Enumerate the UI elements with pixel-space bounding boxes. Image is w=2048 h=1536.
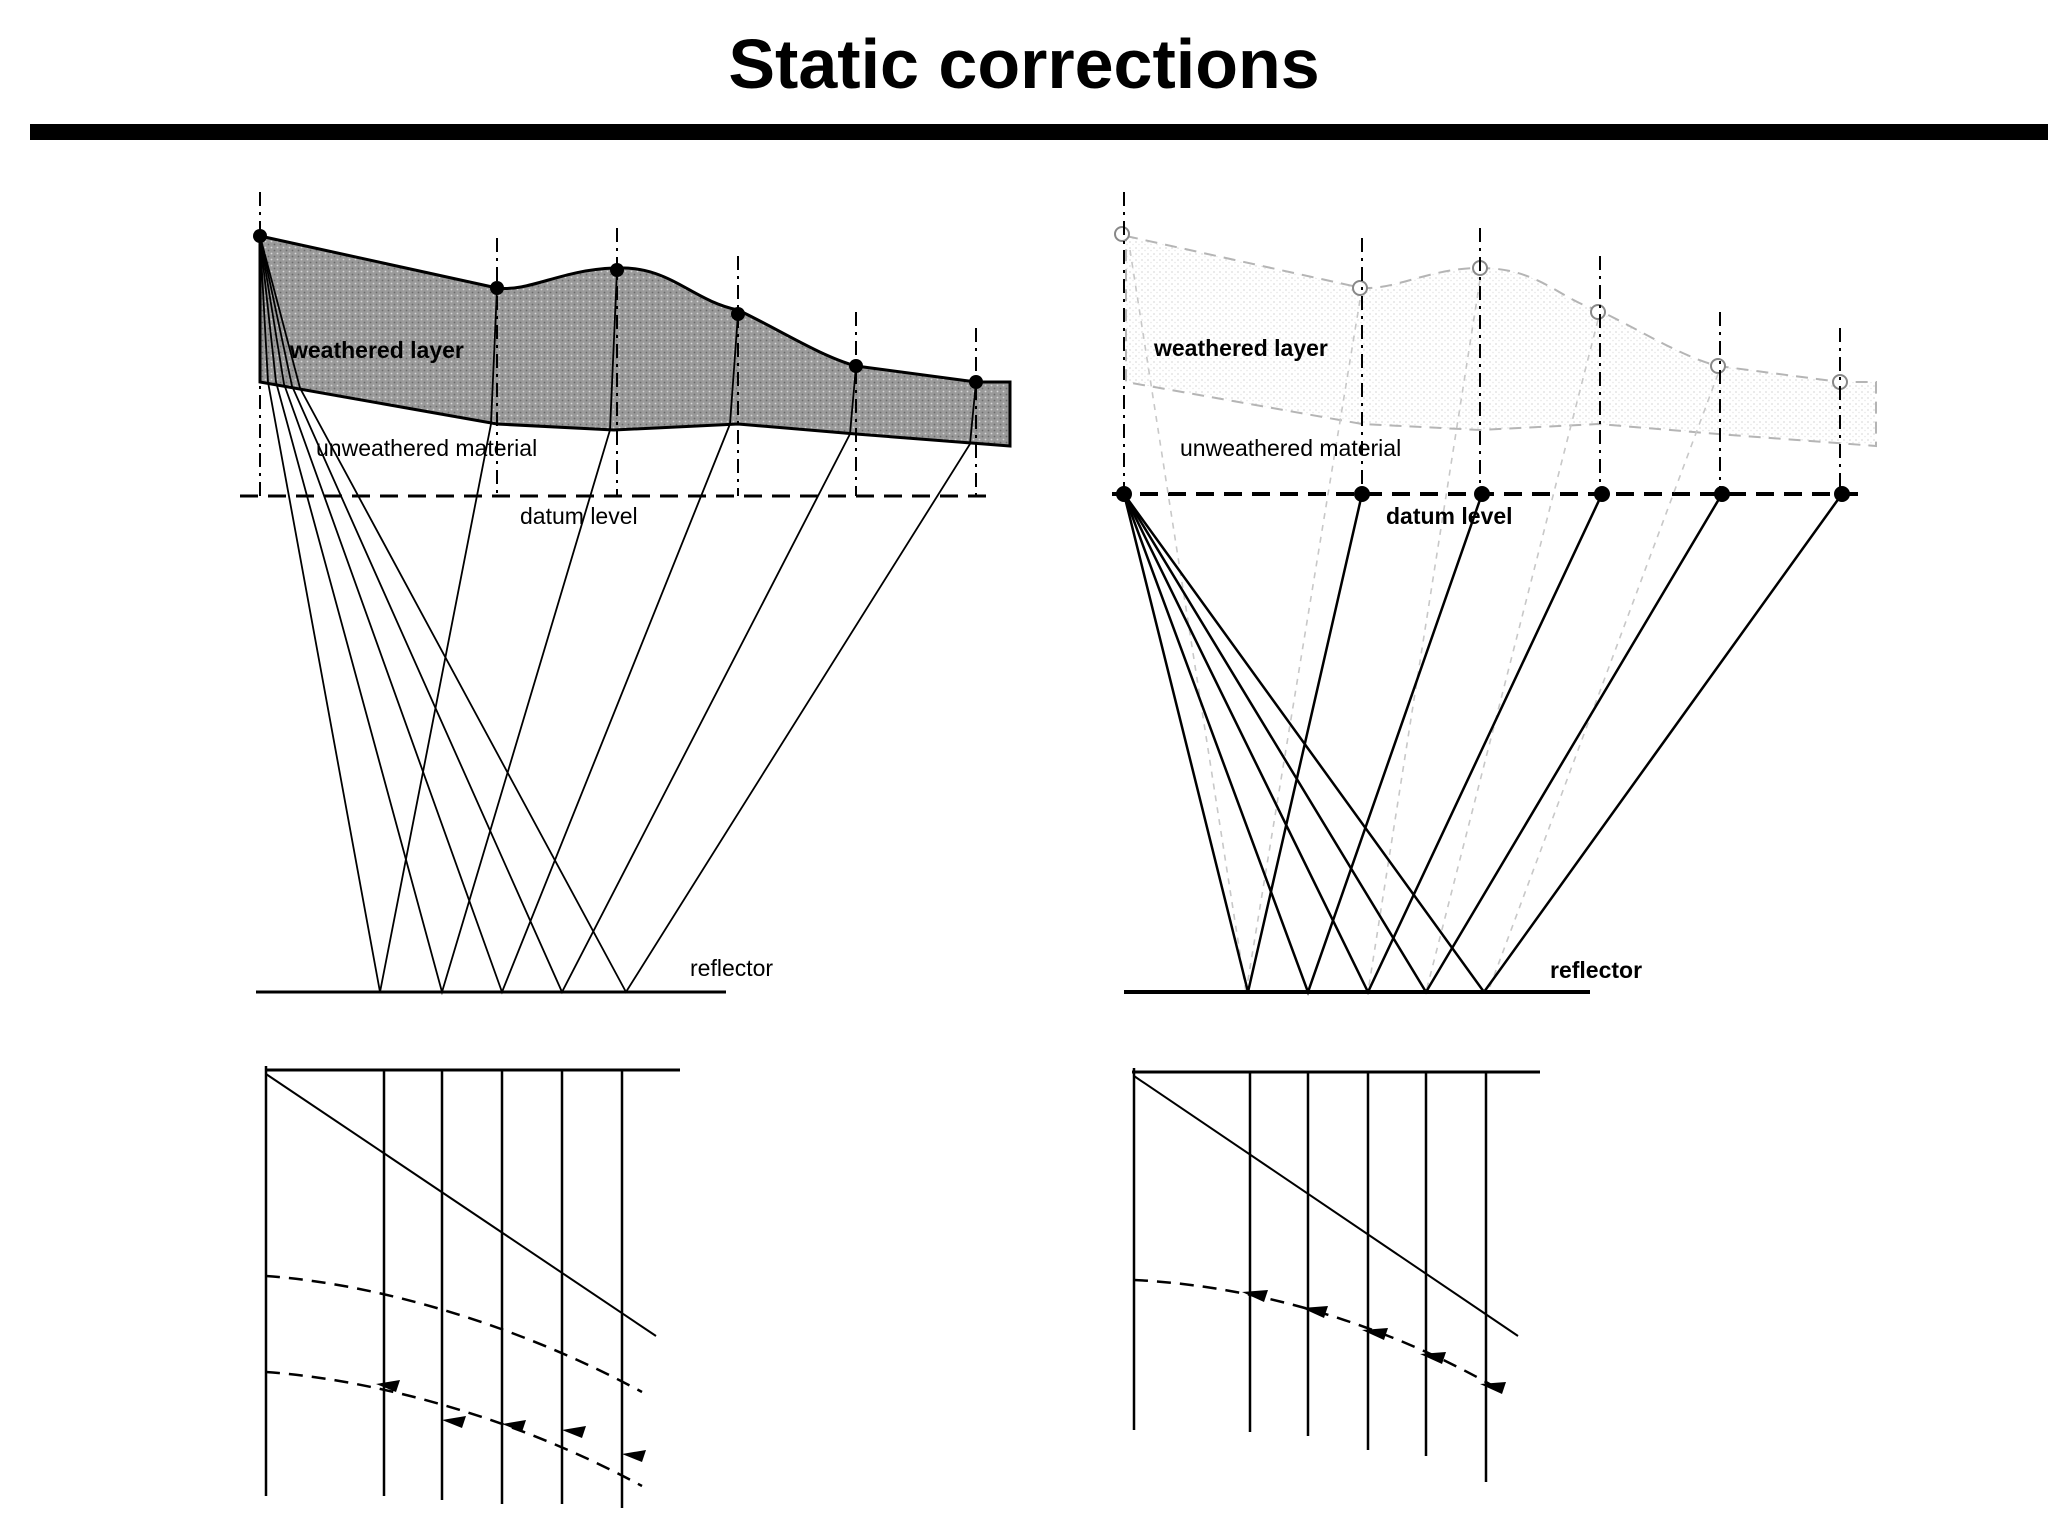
right-faded-ray [1367, 279, 1481, 993]
left-reflector-label: reflector [690, 955, 773, 981]
right-faded-rays [1129, 249, 1719, 993]
right-direct-arrival [1133, 1075, 1519, 1337]
right-unweathered-label: unweathered material [1180, 435, 1401, 461]
left-wavelet [442, 1416, 466, 1428]
title-underline [30, 124, 2048, 140]
right-ray [1122, 493, 1724, 995]
left-diagram: weathered layer unweathered material dat… [240, 192, 1012, 996]
right-original-source [1114, 226, 1130, 242]
right-diagram: weathered layer unweathered material dat… [1112, 192, 1877, 996]
left-unweathered-label: unweathered material [316, 435, 537, 461]
right-seismic-section [1132, 1068, 1540, 1482]
right-ray [1122, 493, 1844, 995]
left-weathered-label: weathered layer [289, 337, 464, 363]
left-wavelet [622, 1450, 646, 1462]
right-reflector-label: reflector [1550, 957, 1642, 983]
right-ray [1122, 493, 1604, 995]
right-wavelet [1480, 1382, 1506, 1394]
left-reflection-curve-upper [265, 1274, 643, 1394]
right-faded-ray [1425, 319, 1599, 993]
left-datum-label: datum level [520, 503, 638, 529]
right-faded-ray [1129, 249, 1247, 993]
left-wavelet [562, 1426, 586, 1438]
right-weathered-label: weathered layer [1153, 335, 1328, 361]
right-wavelet [1420, 1352, 1446, 1364]
left-seismic-section [264, 1066, 680, 1508]
left-weathered-layer [258, 234, 1012, 448]
slide-title: Static corrections [728, 25, 1320, 103]
right-faded-ray [1487, 373, 1719, 993]
left-direct-arrival [265, 1073, 657, 1337]
right-weathered-layer-faded [1125, 234, 1877, 448]
right-ray-paths [1122, 493, 1844, 996]
right-wavelet [1242, 1290, 1268, 1302]
right-wavelets [1242, 1290, 1506, 1394]
right-station-lines [1123, 192, 1841, 494]
left-wavelet [502, 1420, 526, 1432]
left-wavelet [376, 1380, 400, 1392]
right-wavelet [1302, 1306, 1328, 1318]
left-reflection-curve-lower [265, 1370, 643, 1488]
right-wavelet [1362, 1328, 1388, 1340]
right-reflection-curve [1133, 1278, 1501, 1392]
right-original-receiver [1352, 280, 1368, 296]
left-wavelets [376, 1380, 646, 1462]
right-original-receiver [1590, 304, 1606, 320]
right-original-receiver [1710, 358, 1726, 374]
right-datum-label: datum level [1386, 503, 1513, 529]
right-faded-ray [1245, 299, 1361, 993]
